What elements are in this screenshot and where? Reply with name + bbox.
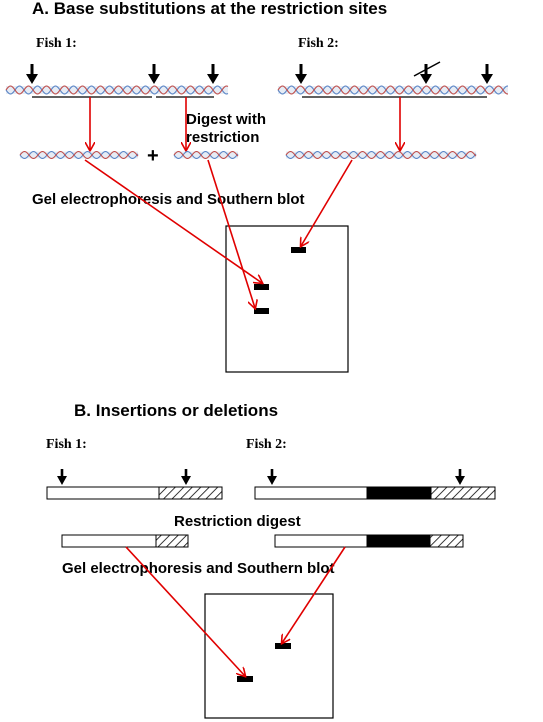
gel-band xyxy=(291,247,306,253)
digest-label-line2: restriction xyxy=(186,129,259,146)
fish1-fragment-1 xyxy=(19,151,139,159)
restriction-site-arrow xyxy=(148,64,160,84)
fish2-genomic-open-segment xyxy=(254,486,368,500)
section-a-gel-label: Gel electrophoresis and Southern blot xyxy=(32,191,305,208)
fish2-digested-hatched-segment xyxy=(429,534,464,548)
restriction-digest-label: Restriction digest xyxy=(174,513,301,530)
section-a-fish2-label: Fish 2: xyxy=(298,36,339,51)
fish1-digested-hatched-segment xyxy=(155,534,189,548)
plus-sign: + xyxy=(147,145,159,167)
mutated-site-crossed-arrow xyxy=(413,61,441,84)
red-arrow-to-band xyxy=(125,546,245,676)
section-b-gel-label: Gel electrophoresis and Southern blot xyxy=(62,560,335,577)
restriction-site-arrow xyxy=(181,469,191,485)
gel-box xyxy=(204,593,334,719)
red-arrow-to-band xyxy=(301,159,353,246)
restriction-site-arrow xyxy=(481,64,493,84)
restriction-site-arrow xyxy=(26,64,38,84)
gel-band xyxy=(254,308,269,314)
section-b-fish1-label: Fish 1: xyxy=(46,437,87,452)
fish2-genomic-hatched-segment xyxy=(430,486,496,500)
fish2-insertion-segment xyxy=(366,486,432,500)
section-b-title: B. Insertions or deletions xyxy=(74,401,278,420)
fish1-genomic-open-segment xyxy=(46,486,160,500)
digest-label-line1: Digest with xyxy=(186,111,266,128)
section-a-fish1-label: Fish 1: xyxy=(36,36,77,51)
fish1-fragment-2 xyxy=(173,151,239,159)
restriction-site-arrow xyxy=(267,469,277,485)
restriction-site-arrow xyxy=(295,64,307,84)
red-arrow-to-band xyxy=(84,159,262,283)
restriction-site-arrow xyxy=(57,469,67,485)
section-a-title: A. Base substitutions at the restriction… xyxy=(32,0,387,18)
fish1-digested-open-segment xyxy=(61,534,157,548)
gel-band xyxy=(275,643,291,649)
red-arrow-to-band xyxy=(207,159,255,308)
fish2-digested-open-segment xyxy=(274,534,368,548)
gel-band xyxy=(254,284,269,290)
fish2-dna-strand xyxy=(277,85,508,95)
fish2-fragment xyxy=(285,151,477,159)
fish1-dna-strand xyxy=(5,85,229,95)
restriction-site-arrow xyxy=(455,469,465,485)
gel-box xyxy=(225,225,349,373)
fish2-digested-insertion-segment xyxy=(366,534,431,548)
fish1-genomic-hatched-segment xyxy=(158,486,223,500)
section-b-fish2-label: Fish 2: xyxy=(246,437,287,452)
gel-band xyxy=(237,676,253,682)
red-arrow-to-band xyxy=(282,546,346,643)
restriction-site-arrow xyxy=(207,64,219,84)
